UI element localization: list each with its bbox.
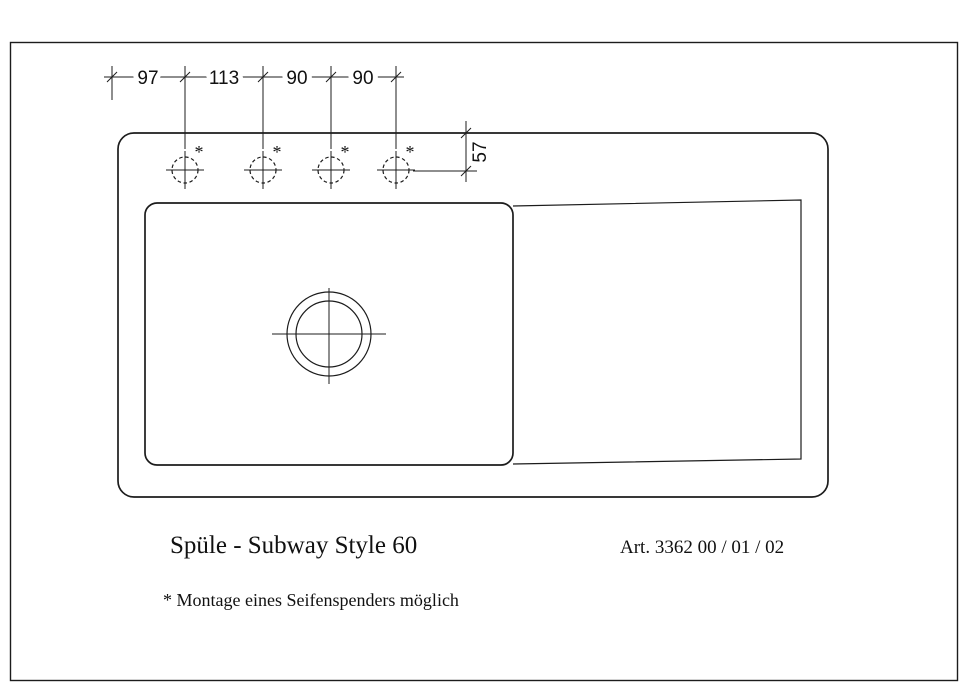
tap-hole-3: *: [312, 142, 350, 189]
dim-label-90a: 90: [286, 68, 307, 89]
drain: [272, 288, 386, 384]
dim-label-90b: 90: [352, 68, 373, 89]
dim-label-57: 57: [470, 141, 491, 162]
basin-outline: [144, 202, 514, 466]
drawing-title: Spüle - Subway Style 60: [170, 532, 417, 559]
footnote: * Montage eines Seifenspenders möglich: [163, 590, 459, 610]
drainboard-outline: [512, 199, 802, 465]
hole-asterisk: *: [273, 142, 282, 162]
dim-tick: [257, 71, 269, 83]
dim-label-97: 97: [137, 68, 158, 89]
dimension-vertical: 57: [413, 121, 496, 182]
dimension-chain-top: 97 113 90 90: [104, 63, 404, 149]
sheet-border: [9, 41, 959, 682]
dim-tick: [106, 71, 118, 83]
article-number: Art. 3362 00 / 01 / 02: [620, 537, 784, 558]
dim-label-113: 113: [209, 68, 239, 89]
hole-asterisk: *: [406, 142, 415, 162]
tap-hole-2: *: [244, 142, 282, 189]
dim-tick: [390, 71, 402, 83]
hole-asterisk: *: [195, 142, 204, 162]
sink-outline: [117, 132, 829, 498]
tap-hole-4: *: [377, 142, 415, 189]
dim-tick: [325, 71, 337, 83]
dim-tick: [460, 165, 472, 177]
tap-hole-1: *: [166, 142, 204, 189]
dim-tick: [179, 71, 191, 83]
hole-asterisk: *: [341, 142, 350, 162]
dim-tick: [460, 127, 472, 139]
